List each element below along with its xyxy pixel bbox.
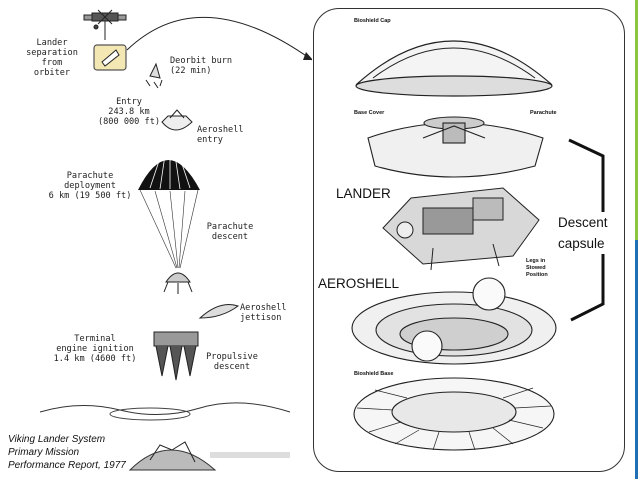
citation-line-3: Performance Report, 1977 <box>8 460 126 471</box>
citation-line-2: Primary Mission <box>8 447 80 458</box>
citation-line-1: Viking Lander System <box>8 434 106 445</box>
deorbit-burn-icon <box>145 62 163 89</box>
label-aeroshell-entry: Aeroshell entry <box>197 125 244 145</box>
lander-drawing <box>382 187 540 271</box>
label-bioshield-cap: Bioshield Cap <box>354 18 391 24</box>
callout-arrow <box>126 16 312 61</box>
label-deorbit-burn: Deorbit burn (22 min) <box>170 56 233 76</box>
label-parachute: Parachute <box>530 110 557 116</box>
label-base-cover: Base Cover <box>354 110 385 116</box>
base-cover-drawing <box>367 116 544 178</box>
edge-stripe-blue <box>635 240 638 479</box>
label-descent-capsule: Descent capsule <box>558 212 608 254</box>
label-bioshield-base: Bioshield Base <box>354 371 394 377</box>
label-parachute-descent: Parachute descent <box>206 222 254 242</box>
citation: Viking Lander System Primary Mission Per… <box>8 433 148 472</box>
propulsive-lander-icon <box>153 331 199 381</box>
sequence-illustration <box>39 9 312 471</box>
label-lander-separation: Lander separation from orbiter <box>26 38 78 78</box>
label-entry: Entry 243.8 km (800 000 ft) <box>97 97 161 127</box>
orbiter-spacecraft <box>83 9 127 40</box>
label-legs-stowed: Legs in Stowed Position <box>526 258 548 278</box>
label-propulsive-descent: Propulsive descent <box>206 352 258 372</box>
label-terminal-ignition: Terminal engine ignition 1.4 km (4600 ft… <box>53 334 137 364</box>
label-aeroshell-jettison: Aeroshell jettison <box>240 303 287 323</box>
separated-capsule-icon <box>101 49 120 67</box>
label-aeroshell: AEROSHELL <box>318 276 400 291</box>
aeroshell-jettison-icon <box>198 304 240 319</box>
aeroshell-drawing <box>351 277 557 365</box>
bioshield-base-drawing <box>353 377 555 451</box>
lander-under-chute-icon <box>163 272 193 294</box>
label-lander: LANDER <box>336 186 391 201</box>
descent-capsule-panel <box>313 8 625 472</box>
label-parachute-deployment: Parachute deployment 6 km (19 500 ft) <box>48 171 132 201</box>
bioshield-cap-drawing <box>355 40 553 97</box>
capsule-exploded-view <box>351 40 605 451</box>
aeroshell-entry-icon <box>161 109 193 131</box>
mars-surface <box>39 402 291 471</box>
edge-stripe-green <box>635 0 638 240</box>
parachute-canopy <box>138 154 200 269</box>
